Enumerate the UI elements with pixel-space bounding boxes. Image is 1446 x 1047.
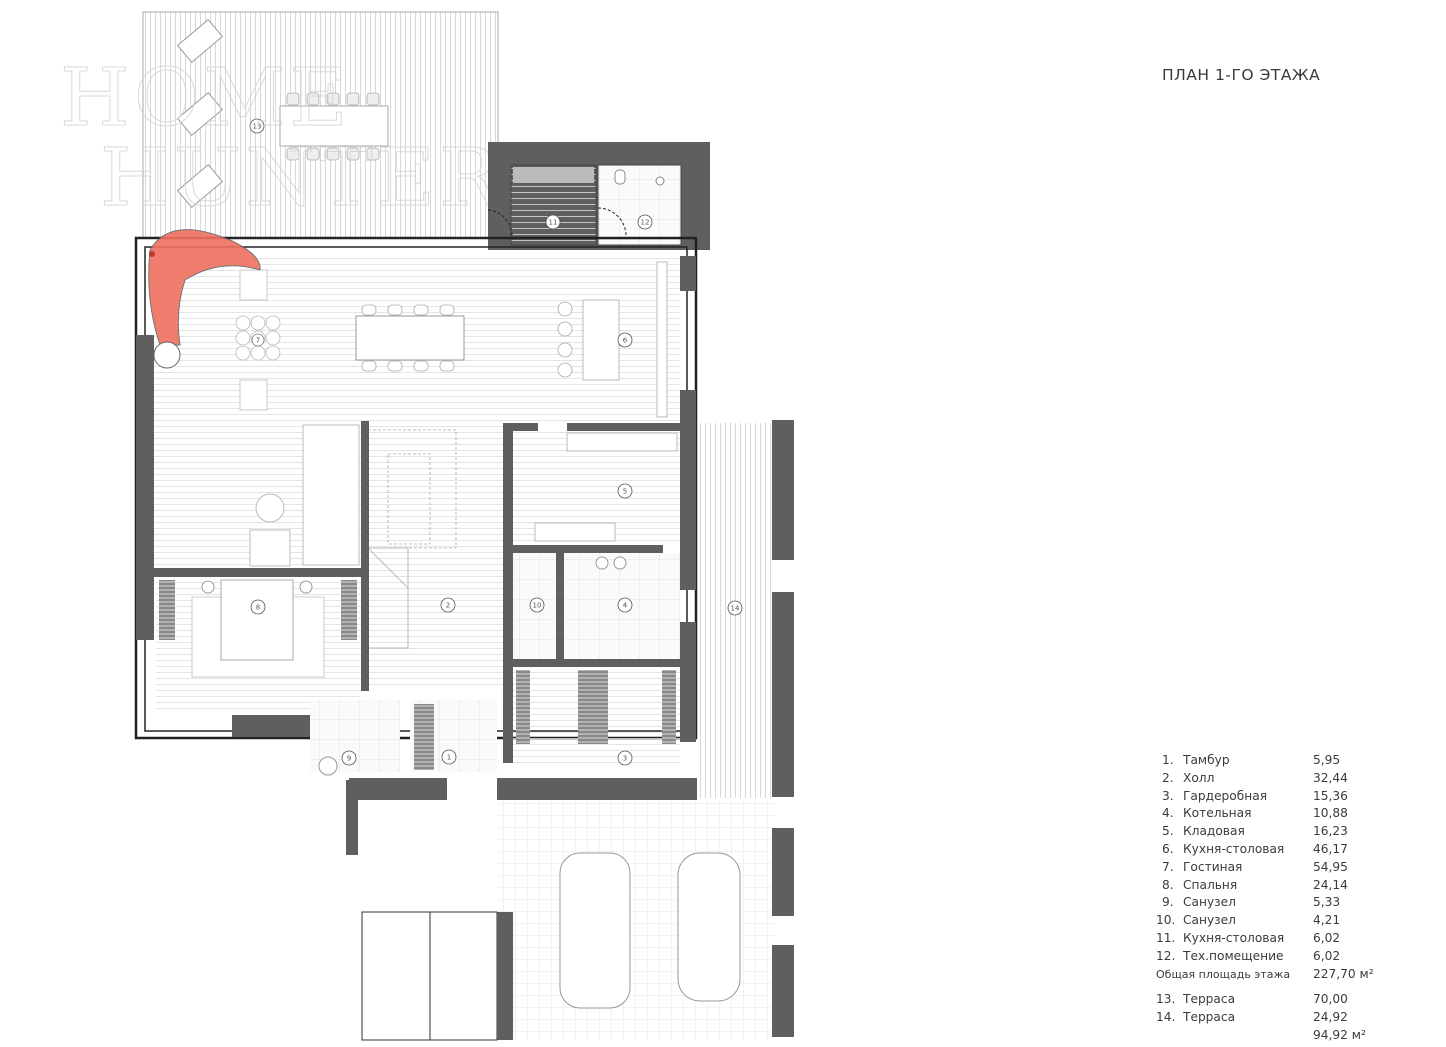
svg-text:3: 3 (623, 755, 627, 763)
car-convertible-icon (677, 852, 741, 1002)
room-pantry: 5 (513, 431, 680, 545)
terrace-13: 13 (142, 11, 499, 239)
svg-text:10: 10 (533, 602, 542, 610)
svg-text:1: 1 (447, 754, 451, 762)
room-kitchen-living: 6 7 (154, 256, 680, 421)
svg-text:14: 14 (731, 605, 740, 613)
santa-hat-icon (148, 229, 261, 369)
svg-text:11: 11 (549, 219, 558, 227)
terrace-total-row: 94,92 м² (1313, 1027, 1366, 1042)
room-vestibule: 1 (410, 700, 497, 772)
svg-text:8: 8 (256, 604, 260, 612)
svg-text:HOME: HOME (60, 51, 352, 144)
room-boiler: 4 (564, 553, 680, 659)
terrace-14: 14 (697, 420, 794, 798)
car-suv-icon (559, 852, 631, 1009)
svg-text:9: 9 (347, 755, 351, 763)
room-hall: 2 (367, 425, 503, 687)
annex: 11 12 (487, 142, 710, 250)
west-wall (136, 335, 154, 640)
watermark: HOME HUNTER (60, 51, 503, 225)
parking (361, 800, 794, 1041)
interior-walls (154, 256, 697, 855)
room-wc-9: 9 (310, 700, 400, 776)
svg-text:2: 2 (446, 602, 450, 610)
svg-text:HUNTER: HUNTER (100, 131, 503, 224)
svg-text:4: 4 (623, 602, 628, 610)
svg-text:13: 13 (253, 123, 262, 131)
page-title: ПЛАН 1-ГО ЭТАЖА (1162, 66, 1321, 84)
svg-text:5: 5 (623, 488, 627, 496)
room-wc-10: 10 (513, 553, 556, 659)
room-wardrobe: 3 (513, 667, 680, 767)
room-living-lower (154, 421, 361, 568)
svg-text:6: 6 (623, 337, 628, 345)
svg-text:7: 7 (256, 337, 260, 345)
svg-text:12: 12 (641, 219, 650, 227)
room-bedroom: 8 (156, 577, 361, 712)
